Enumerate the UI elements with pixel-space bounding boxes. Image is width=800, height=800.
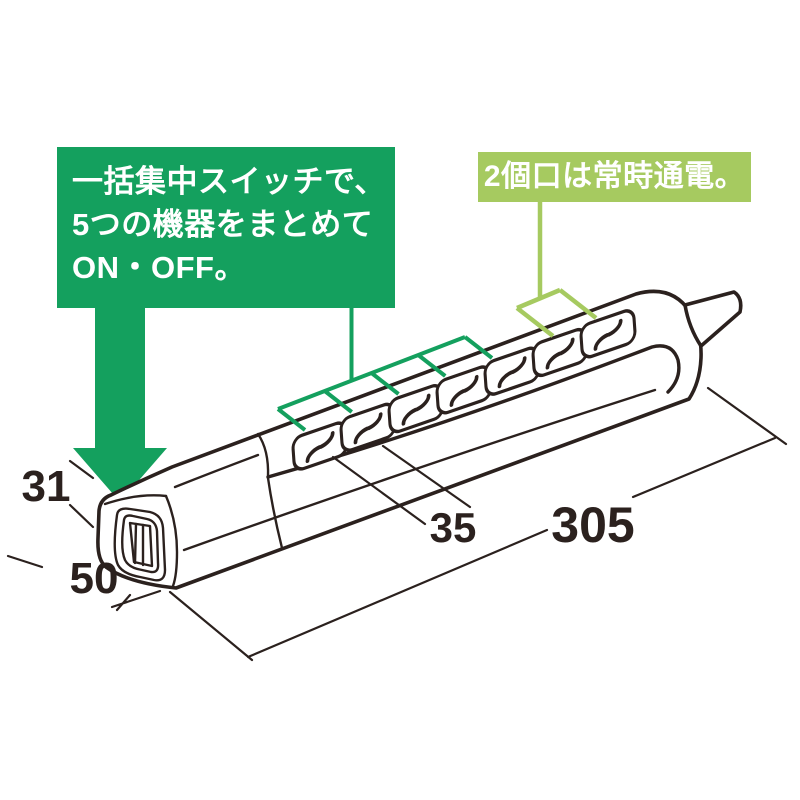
bracket-switched-outlets: [276, 335, 494, 432]
bracket-tick: [276, 407, 307, 432]
power-strip: [96, 289, 743, 590]
dimension-height-value: 31: [22, 462, 71, 511]
bracket-main-line: [516, 287, 561, 311]
down-arrow-icon: [73, 306, 167, 502]
dimension-depth: 50: [6, 554, 162, 612]
top-face-front-edge: [266, 344, 681, 479]
dimension-length: 305: [168, 386, 788, 662]
switch-rocker-ridge: [133, 522, 145, 567]
switch-note-line: 一括集中スイッチで、: [72, 164, 386, 199]
dimension-height: 31: [22, 459, 95, 529]
bracket-tick: [323, 389, 353, 414]
dimension-ticks: [6, 554, 162, 612]
pitch-leader-lines: [331, 444, 472, 526]
switch-note-line: 5つの機器をまとめて: [72, 207, 374, 242]
bracket-tick: [558, 288, 598, 320]
switch-bezel: [113, 507, 167, 582]
top-face-front-edge-left: [173, 453, 260, 489]
end-face-right-crease: [164, 494, 179, 588]
body-step-seam-side: [266, 476, 284, 550]
bracket-tick: [370, 371, 400, 396]
body-step-seam: [256, 432, 270, 479]
annotation-switch-note: 一括集中スイッチで、 5つの機器をまとめて ON・OFF。: [57, 147, 395, 308]
master-switch: [113, 507, 167, 582]
end-face-top-crease: [103, 494, 168, 506]
switch-bezel-inner: [121, 514, 160, 574]
power-cord: [683, 290, 743, 348]
bracket-tick: [515, 306, 555, 338]
dimension-length-value: 305: [551, 497, 634, 553]
dimension-ticks: [68, 459, 95, 529]
bracket-tick: [417, 353, 447, 378]
dimension-pitch-value: 35: [430, 504, 477, 551]
annotation-always-on-note: 2個口は常時通電。: [478, 152, 751, 202]
bracket-always-on-outlets: [515, 287, 598, 338]
dimension-outlet-pitch: 35: [331, 444, 477, 551]
length-dimension-lines: [168, 386, 788, 662]
side-face-seam: [182, 388, 657, 552]
switch-note-line: ON・OFF。: [72, 250, 246, 285]
bracket-tick: [463, 335, 494, 360]
dimension-depth-value: 50: [70, 554, 119, 603]
